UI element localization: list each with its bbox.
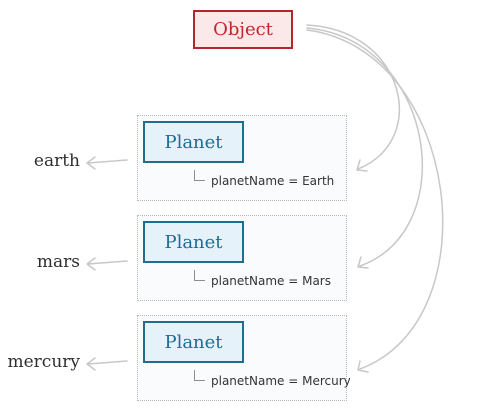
inheritance-arrow-mars [306,27,424,267]
reference-arrow-mercury [87,360,128,365]
planet-instance-mars: Planet planetName = Mars [137,215,347,301]
planet-class-box: Planet [143,221,244,263]
reference-arrowhead-mars [86,257,96,271]
reference-arrowhead-mercury [86,357,96,371]
inheritance-arrow-mercury [306,29,444,370]
planet-name-property: planetName = Mercury [211,374,351,388]
object-class-box: Object [193,10,293,49]
inheritance-arrowhead-mars [357,256,369,269]
reference-arrow-mars [87,260,128,265]
property-branch-line [194,370,205,381]
reference-label-earth: earth [33,151,80,171]
reference-label-mars: mars [36,252,80,272]
property-branch-line [194,270,205,281]
planet-name-property: planetName = Mars [211,274,331,288]
inheritance-arrowhead-earth [356,159,368,172]
planet-class-box: Planet [143,321,244,363]
planet-instance-earth: Planet planetName = Earth [137,115,347,201]
planet-name-property: planetName = Earth [211,174,335,188]
inheritance-arrowhead-mercury [357,360,369,373]
reference-arrowhead-earth [86,156,96,170]
reference-arrow-earth [87,159,128,164]
reference-label-mercury: mercury [7,352,80,372]
planet-class-box: Planet [143,121,244,163]
inheritance-arrow-earth [306,24,401,170]
planet-instance-mercury: Planet planetName = Mercury [137,315,351,401]
property-branch-line [194,170,205,181]
